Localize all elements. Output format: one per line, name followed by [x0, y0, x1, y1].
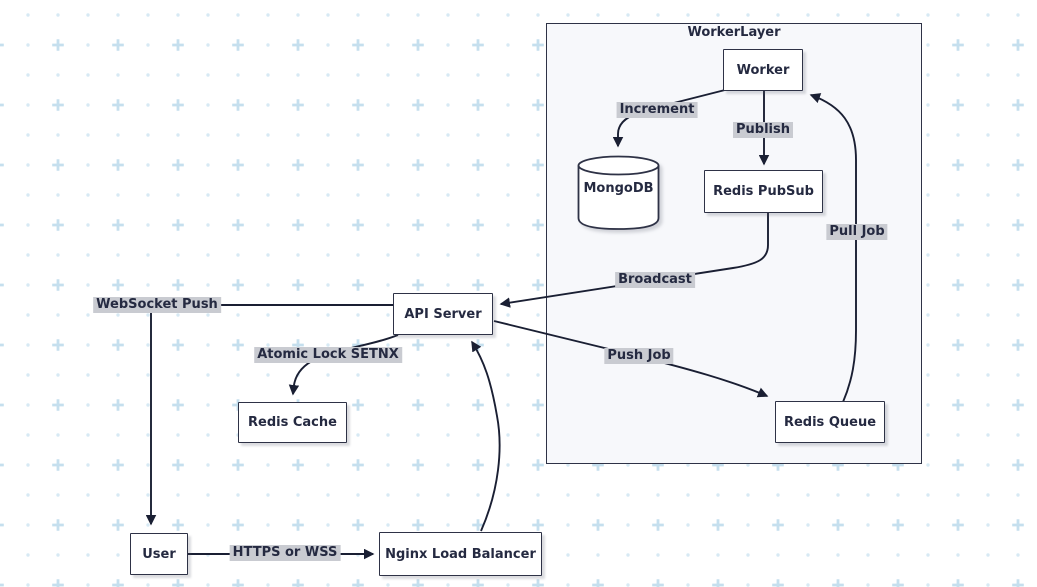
node-worker: Worker	[723, 49, 803, 91]
node-user: User	[130, 533, 188, 575]
node-nginx-load-balancer: Nginx Load Balancer	[379, 532, 542, 576]
node-mongodb-label: MongoDB	[583, 181, 654, 196]
workerlayer-group	[546, 23, 922, 464]
edge-label-https-or-wss: HTTPS or WSS	[229, 545, 341, 561]
edge-redis-pubsub-to-api-server	[499, 213, 769, 308]
edge-worker-to-mongodb	[612, 89, 726, 148]
edge-api-server-to-redis-cache	[288, 334, 399, 396]
edge-redis-queue-to-worker	[809, 93, 857, 403]
node-api-server-label: API Server	[404, 306, 482, 322]
edge-label-websocket-push: WebSocket Push	[93, 297, 221, 313]
node-mongodb: MongoDB	[577, 155, 660, 231]
edge-nginx-to-api-server	[471, 340, 501, 532]
node-api-server: API Server	[393, 293, 493, 335]
edge-label-push-job: Push Job	[604, 348, 674, 364]
edge-label-pull-job: Pull Job	[826, 224, 888, 240]
node-worker-label: Worker	[736, 62, 790, 78]
workerlayer-group-title: WorkerLayer	[687, 25, 781, 40]
node-redis-cache-label: Redis Cache	[248, 415, 337, 430]
edge-label-atomic-lock-setnx: Atomic Lock SETNX	[254, 347, 402, 363]
edge-label-broadcast: Broadcast	[615, 272, 695, 288]
database-cylinder-icon	[577, 155, 660, 230]
edge-label-increment: Increment	[616, 102, 698, 118]
node-redis-queue: Redis Queue	[775, 401, 885, 443]
node-redis-cache: Redis Cache	[238, 402, 347, 443]
node-redis-pubsub-label: Redis PubSub	[713, 184, 814, 199]
node-redis-pubsub: Redis PubSub	[704, 170, 823, 213]
node-redis-queue-label: Redis Queue	[783, 414, 877, 430]
node-user-label: User	[142, 546, 176, 562]
node-nginx-load-balancer-label: Nginx Load Balancer	[385, 546, 536, 562]
edge-label-publish: Publish	[733, 122, 793, 138]
